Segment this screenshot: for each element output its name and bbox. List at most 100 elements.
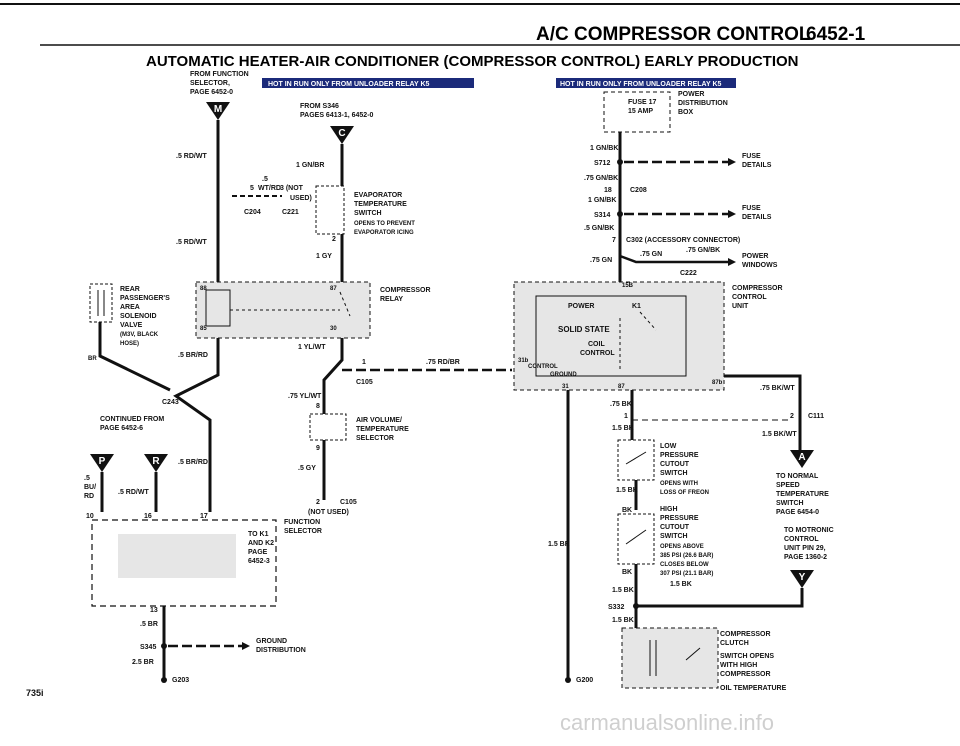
compressor-relay-outline xyxy=(195,281,371,339)
splice-s314 xyxy=(617,211,623,217)
wire-label-gnbk: 1 GN/BK xyxy=(590,145,618,152)
wire-label-bkwt15: 1.5 BK/WT xyxy=(762,431,797,438)
wire-label-burd-2: BU/ xyxy=(84,484,96,491)
continued-label-1: CONTINUED FROM xyxy=(100,416,164,423)
pin16-label: 16 xyxy=(144,513,152,520)
ground-g200 xyxy=(565,677,571,683)
rear-solenoid-note-2: HOSE) xyxy=(120,341,139,347)
c105-pin2: 2 xyxy=(316,499,320,506)
low-note-1: OPENS WITH xyxy=(660,481,698,487)
high-note-1: OPENS ABOVE xyxy=(660,544,704,550)
c111-label: C111 xyxy=(808,413,824,420)
relay-pin85: 85 xyxy=(200,326,207,332)
ctrl-unit-label-1: COMPRESSOR xyxy=(732,285,783,292)
to-k1-label-2: AND K2 xyxy=(248,540,274,547)
clutch-4: WITH HIGH xyxy=(720,662,757,669)
c111-pin2: 2 xyxy=(790,413,794,420)
power-dist-label-2: DISTRIBUTION xyxy=(678,100,728,107)
used-label: USED) xyxy=(290,195,312,202)
compressor-clutch-outline xyxy=(621,627,719,689)
connector-a-label: A xyxy=(798,452,805,463)
wire-label-brrd2: .5 BR/RD xyxy=(178,459,208,466)
wire-label-br15: 1.5 BR xyxy=(548,541,570,548)
power-windows-arrow xyxy=(728,258,736,266)
connector-c-label: C xyxy=(338,128,345,139)
wire-label-rdwt-1: .5 RD/WT xyxy=(176,153,207,160)
rear-solenoid-label-4: SOLENOID xyxy=(120,313,157,320)
from-s346-1: FROM S346 xyxy=(300,103,339,110)
wire-label-rdbr: .75 RD/BR xyxy=(426,359,460,366)
control-unit-outline xyxy=(513,281,725,391)
pin9-label: 9 xyxy=(316,445,320,452)
page-id: 735i xyxy=(26,688,44,698)
c302-label: C302 (ACCESSORY CONNECTOR) xyxy=(626,237,740,244)
control-label: CONTROL xyxy=(580,350,615,357)
page-number: 6452-1 xyxy=(806,24,866,45)
wire-label-br: .5 BR xyxy=(140,621,158,628)
relay-coil xyxy=(205,289,231,327)
air-vol-label-3: SELECTOR xyxy=(356,435,394,442)
control-ground-2: GROUND xyxy=(550,372,577,378)
c105-bottom-label: C105 xyxy=(340,499,357,506)
high-pressure-2: PRESSURE xyxy=(660,515,699,522)
control-unit-inner xyxy=(535,295,687,377)
relay-contact xyxy=(230,291,351,317)
high-pressure-1: HIGH xyxy=(660,506,678,513)
pin13-label: 13 xyxy=(150,607,158,614)
low-pressure-switch-box xyxy=(617,439,655,481)
relay-pin87: 87 xyxy=(330,286,337,292)
high-pressure-3: CUTOUT xyxy=(660,524,690,531)
low-pressure-3: CUTOUT xyxy=(660,461,690,468)
ground-dist-label-2: DISTRIBUTION xyxy=(256,647,306,654)
wire-label-burd-3: RD xyxy=(84,493,94,500)
br-label: BR xyxy=(88,356,97,362)
clutch-2: CLUTCH xyxy=(720,640,749,647)
s712-label: S712 xyxy=(594,160,610,167)
bk-label-1: BK xyxy=(622,507,632,514)
wire-brrd xyxy=(173,338,220,460)
wire-label-gn-c: .75 GN xyxy=(590,257,612,264)
hot-badge-right xyxy=(556,78,736,88)
wire-label-bk15d: 1.5 BK xyxy=(670,581,692,588)
wire-label-bk15e: 1.5 BK xyxy=(612,617,634,624)
c111-pin1: 1 xyxy=(624,413,628,420)
connector-y-label: Y xyxy=(799,572,806,583)
low-note-2: LOSS OF FREON xyxy=(660,490,709,496)
compressor-relay-box xyxy=(196,282,370,338)
to-k1-label-4: 6452-3 xyxy=(248,558,270,565)
to-motronic-1: TO MOTRONIC xyxy=(784,527,834,534)
clutch-symbols xyxy=(649,640,701,676)
fuse-label-1: FUSE 17 xyxy=(628,99,657,106)
high-pressure-4: SWITCH xyxy=(660,533,688,540)
pin87b-label: 87b xyxy=(712,380,723,386)
s314-label: S314 xyxy=(594,212,610,219)
compressor-clutch-box xyxy=(622,628,718,688)
wire-label-wtrd-b: WT/RD xyxy=(258,185,281,192)
fuse-details-2a: FUSE xyxy=(742,205,761,212)
s345-label: S345 xyxy=(140,644,156,651)
k1-label: K1 xyxy=(632,303,641,310)
rear-solenoid-box xyxy=(89,283,113,323)
high-pressure-contact xyxy=(625,529,647,545)
wire-label-gnbr: 1 GN/BR xyxy=(296,162,324,169)
clutch-1: COMPRESSOR xyxy=(720,631,771,638)
function-selector-label-1: FUNCTION xyxy=(284,519,320,526)
s332-label: S332 xyxy=(608,604,624,611)
clutch-3: SWITCH OPENS xyxy=(720,653,774,660)
from-function-label-3: PAGE 6452-0 xyxy=(190,89,233,96)
evap-label-2: TEMPERATURE xyxy=(354,201,407,208)
clutch-5: COMPRESSOR xyxy=(720,671,771,678)
function-selector-box xyxy=(91,519,277,607)
wire-label-gnbk-b: .75 GN/BK xyxy=(686,247,720,254)
hot-badge-left xyxy=(262,78,474,88)
pin87-label: 87 xyxy=(618,384,625,390)
pin18-label: 18 xyxy=(604,187,612,194)
rear-solenoid-label-2: PASSENGER'S xyxy=(120,295,170,302)
rear-solenoid-label-3: AREA xyxy=(120,304,140,311)
wire-power-windows xyxy=(619,254,728,264)
air-vol-label-1: AIR VOLUME/ xyxy=(356,417,402,424)
wire-label-bk75: .75 BK xyxy=(610,401,632,408)
wire-bkwt xyxy=(724,374,802,450)
pin5-label: 5 xyxy=(250,185,254,192)
low-pressure-contact xyxy=(625,451,647,465)
